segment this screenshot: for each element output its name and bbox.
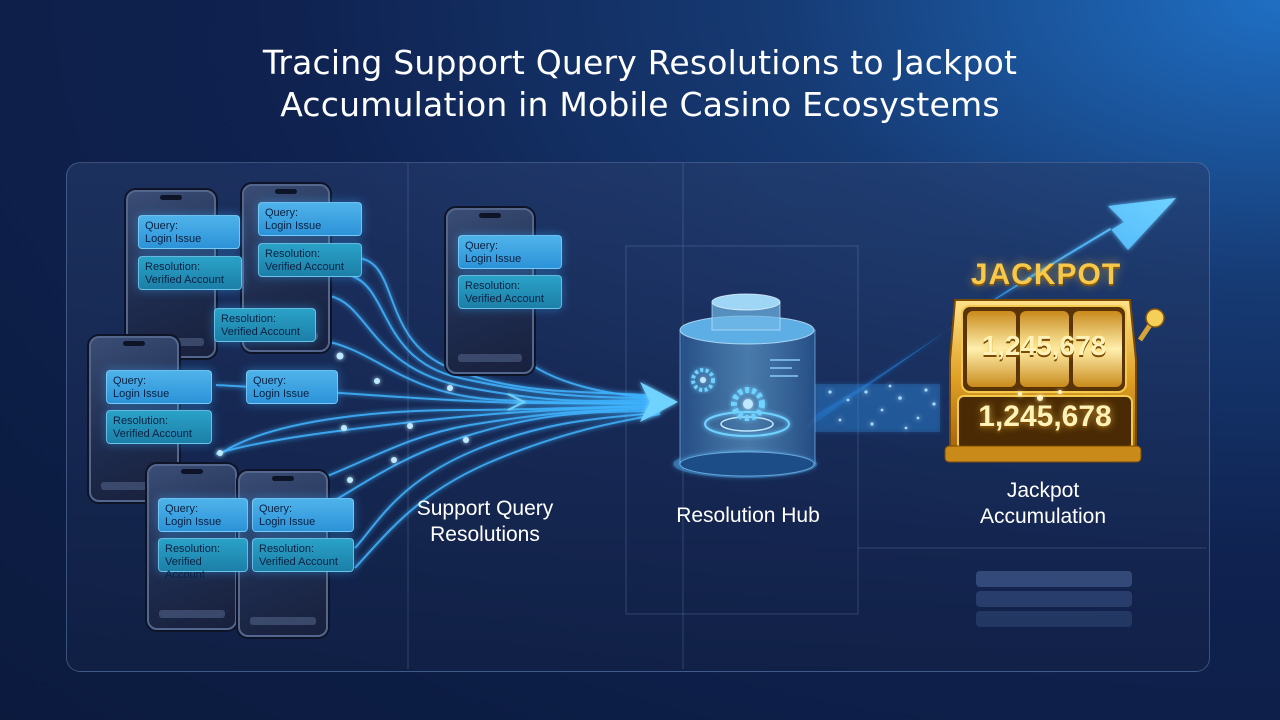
query-bubble: Query: Login Issue — [138, 215, 240, 249]
resolution-header: Resolution: — [165, 543, 221, 555]
resolution-text: Verified Account — [113, 428, 192, 440]
hub-screen-lines — [770, 359, 800, 377]
query-text: Login Issue — [113, 388, 170, 400]
stage-jackpot-line-2: Accumulation — [979, 505, 1107, 528]
resolution-header: Resolution: — [259, 543, 315, 555]
resolution-text: Verified Account — [259, 556, 338, 568]
jackpot-amount-reels: 1,245,678 — [981, 330, 1107, 361]
resolution-bubble: Resolution: Verified Account — [458, 275, 562, 309]
stage-support-line-2: Resolutions — [430, 523, 540, 546]
resolution-bubble: Resolution: Verified Account — [252, 538, 354, 572]
query-header: Query: — [265, 207, 299, 219]
query-text: Login Issue — [465, 253, 522, 265]
query-header: Query: — [145, 220, 179, 232]
query-header: Query: — [465, 240, 499, 252]
resolution-text: Verified Account — [465, 293, 544, 305]
resolution-text: Verified Account — [221, 326, 300, 338]
query-bubble: Query: Login Issue — [106, 370, 212, 404]
gear-icon — [731, 387, 765, 421]
resolution-header: Resolution: — [145, 261, 201, 273]
stage-jackpot-line-1: Jackpot — [1006, 479, 1080, 502]
query-text: Login Issue — [265, 220, 322, 232]
query-header: Query: — [253, 375, 287, 387]
resolution-text: Verified Account — [165, 556, 205, 581]
resolution-text: Verified Account — [145, 274, 224, 286]
resolution-bubble: Resolution: Verified Account — [158, 538, 248, 581]
resolution-header: Resolution: — [113, 415, 169, 427]
placeholder-bar — [976, 611, 1132, 627]
gear-icon-small — [691, 368, 715, 392]
query-text: Login Issue — [145, 233, 202, 245]
resolution-bubble: Resolution: Verified Account — [138, 256, 242, 290]
jackpot-amount-display: 1,245,678 — [978, 400, 1112, 433]
query-bubble: Query: Login Issue — [246, 370, 338, 404]
placeholder-bar — [976, 591, 1132, 607]
resolution-bubble: Resolution: Verified Account — [106, 410, 212, 444]
resolution-header: Resolution: — [265, 248, 321, 260]
growth-arrow — [805, 198, 1176, 430]
title-line-1: Tracing Support Query Resolutions to Jac… — [262, 43, 1018, 82]
resolution-header: Resolution: — [465, 280, 521, 292]
stage-support-line-1: Support Query — [416, 497, 554, 520]
query-bubble: Query: Login Issue — [258, 202, 362, 236]
particle-stream — [815, 384, 940, 432]
resolution-hub-cylinder — [673, 293, 817, 478]
query-header: Query: — [259, 503, 293, 515]
query-text: Login Issue — [165, 516, 222, 528]
page-title: Tracing Support Query Resolutions to Jac… — [0, 42, 1280, 126]
query-bubble: Query: Login Issue — [252, 498, 354, 532]
query-bubble: Query: Login Issue — [458, 235, 562, 269]
stage-label-jackpot: Jackpot Accumulation — [943, 478, 1143, 530]
flow-arrowhead — [507, 382, 678, 422]
stage-label-support: Support Query Resolutions — [380, 496, 590, 548]
resolution-bubble: Resolution: Verified Account — [258, 243, 362, 277]
query-bubble: Query: Login Issue — [158, 498, 248, 532]
resolution-header: Resolution: — [221, 313, 277, 325]
slot-machine — [944, 299, 1165, 463]
query-header: Query: — [113, 375, 147, 387]
resolution-text: Verified Account — [265, 261, 344, 273]
query-header: Query: — [165, 503, 199, 515]
stage-label-hub: Resolution Hub — [676, 504, 820, 527]
query-text: Login Issue — [253, 388, 310, 400]
placeholder-bar — [976, 571, 1132, 587]
jackpot-title: JACKPOT — [970, 258, 1122, 291]
query-text: Login Issue — [259, 516, 316, 528]
resolution-bubble: Resolution: Verified Account — [214, 308, 316, 342]
title-line-2: Accumulation in Mobile Casino Ecosystems — [280, 85, 1000, 124]
